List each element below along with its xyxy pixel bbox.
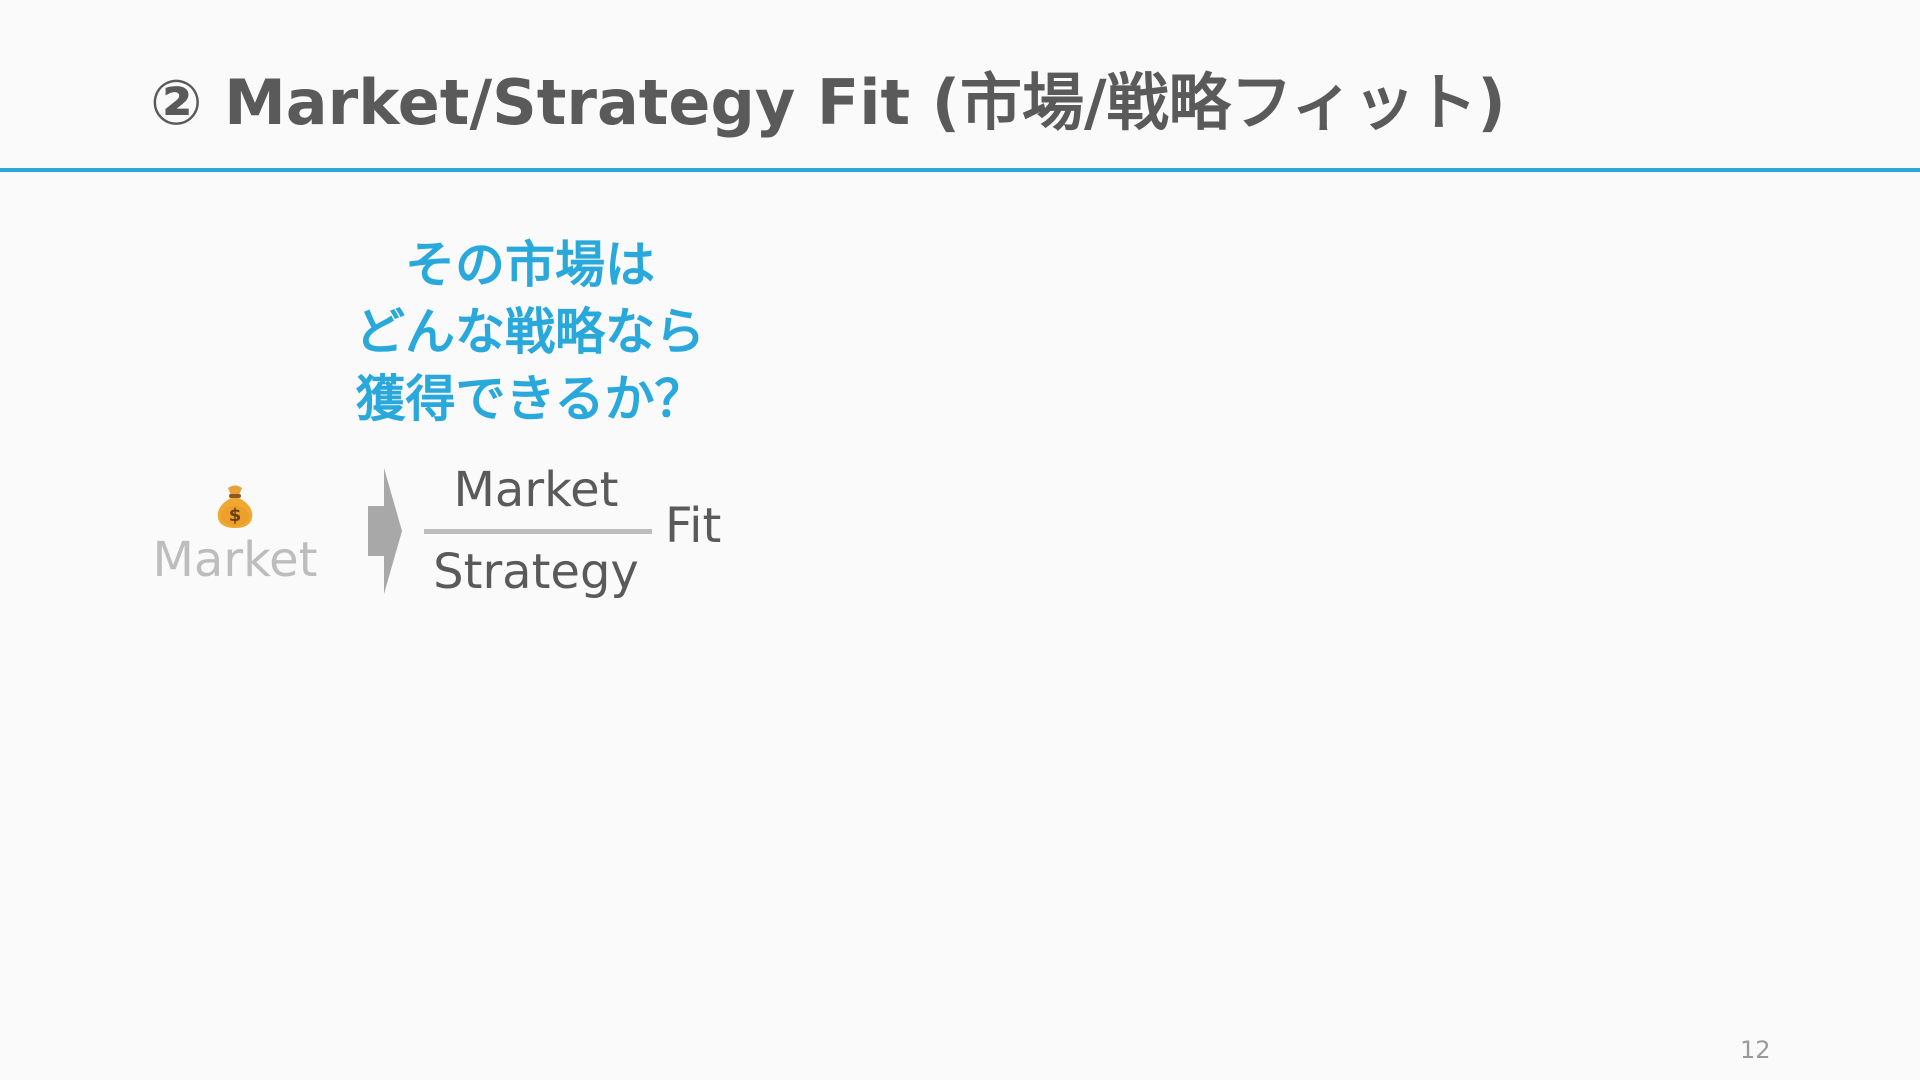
title-underline [0,168,1920,172]
slide-title: ② Market/Strategy Fit (市場/戦略フィット) [150,66,1506,139]
arrow-right-icon [368,468,402,594]
fit-label: Fit [665,498,722,554]
fraction-bar [424,529,652,534]
money-bag-icon: $ [217,485,253,528]
question-line-2: どんな戦略なら [355,303,705,361]
fraction-numerator: Market [453,462,619,518]
question-line-1: その市場は [405,236,655,294]
fraction-denominator: Strategy [433,544,639,600]
question-text: その市場は どんな戦略なら 獲得できるか？ [320,232,740,433]
page-number: 12 [1740,1036,1771,1064]
question-line-3: 獲得できるか？ [355,370,705,428]
svg-text:$: $ [229,505,242,526]
market-label: Market [152,532,318,588]
